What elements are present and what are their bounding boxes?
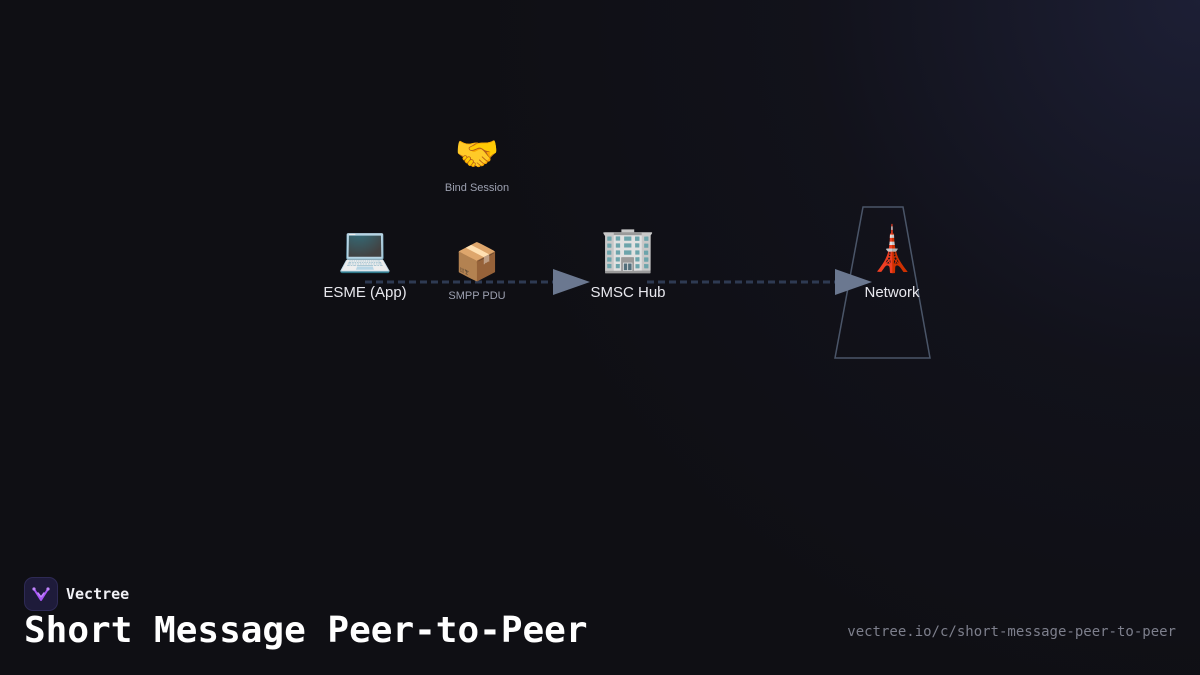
package-icon: 📦 — [454, 242, 500, 283]
brand-name: Vectree — [66, 585, 130, 603]
page-title: Short Message Peer-to-Peer — [24, 610, 588, 651]
network-label: Network — [864, 284, 920, 301]
edge-label-bind-session: 🤝 Bind Session — [445, 134, 509, 194]
laptop-icon: 💻 — [337, 224, 393, 275]
smpp-pdu-label: SMPP PDU — [448, 290, 506, 302]
node-esme: 💻 ESME (App) — [323, 224, 406, 301]
arrowhead-esme-smsc — [553, 269, 590, 295]
office-building-icon: 🏢 — [600, 224, 656, 275]
source-url[interactable]: vectree.io/c/short-message-peer-to-peer — [847, 624, 1176, 640]
node-network: 🗼 Network — [864, 224, 919, 301]
tower-icon: 🗼 — [864, 224, 920, 275]
bind-session-label: Bind Session — [444, 182, 510, 194]
smsc-hub-label: SMSC Hub — [590, 284, 666, 301]
handshake-icon: 🤝 — [454, 134, 500, 175]
edge-label-smpp-pdu: 📦 SMPP PDU — [448, 242, 505, 302]
arrowhead-smsc-network — [835, 269, 872, 295]
network-outline — [834, 206, 931, 359]
brand: Vectree — [24, 577, 129, 611]
vectree-logo-icon — [24, 577, 58, 611]
node-smsc-hub: 🏢 SMSC Hub — [590, 224, 665, 301]
esme-label: ESME (App) — [323, 284, 407, 301]
